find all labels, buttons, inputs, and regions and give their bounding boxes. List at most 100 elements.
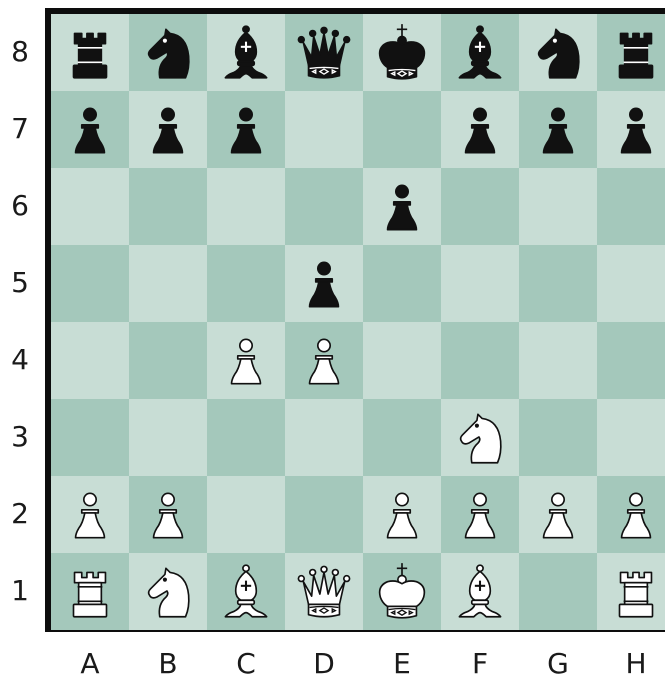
square-c8[interactable] bbox=[207, 14, 285, 91]
square-e8[interactable] bbox=[363, 14, 441, 91]
square-d7[interactable] bbox=[285, 91, 363, 168]
black-bishop-icon[interactable] bbox=[447, 20, 513, 86]
black-king-icon[interactable] bbox=[369, 20, 435, 86]
file-label-c: C bbox=[207, 650, 285, 678]
square-g6[interactable] bbox=[519, 168, 597, 245]
square-f1[interactable] bbox=[441, 553, 519, 630]
square-d2[interactable] bbox=[285, 476, 363, 553]
square-a5[interactable] bbox=[51, 245, 129, 322]
white-knight-icon[interactable] bbox=[447, 405, 513, 471]
white-pawn-icon[interactable] bbox=[525, 482, 591, 548]
square-h8[interactable] bbox=[597, 14, 665, 91]
square-a8[interactable] bbox=[51, 14, 129, 91]
white-pawn-icon[interactable] bbox=[213, 328, 279, 394]
square-h5[interactable] bbox=[597, 245, 665, 322]
black-bishop-icon[interactable] bbox=[213, 20, 279, 86]
black-rook-icon[interactable] bbox=[603, 20, 665, 86]
square-e6[interactable] bbox=[363, 168, 441, 245]
square-b8[interactable] bbox=[129, 14, 207, 91]
file-label-h: H bbox=[597, 650, 665, 678]
white-queen-icon[interactable] bbox=[291, 559, 357, 625]
square-a6[interactable] bbox=[51, 168, 129, 245]
black-pawn-icon[interactable] bbox=[291, 251, 357, 317]
square-a4[interactable] bbox=[51, 322, 129, 399]
square-b7[interactable] bbox=[129, 91, 207, 168]
white-rook-icon[interactable] bbox=[603, 559, 665, 625]
black-pawn-icon[interactable] bbox=[135, 97, 201, 163]
white-knight-icon[interactable] bbox=[135, 559, 201, 625]
square-g5[interactable] bbox=[519, 245, 597, 322]
square-f4[interactable] bbox=[441, 322, 519, 399]
black-pawn-icon[interactable] bbox=[57, 97, 123, 163]
square-c6[interactable] bbox=[207, 168, 285, 245]
square-f6[interactable] bbox=[441, 168, 519, 245]
square-h6[interactable] bbox=[597, 168, 665, 245]
square-b3[interactable] bbox=[129, 399, 207, 476]
square-h7[interactable] bbox=[597, 91, 665, 168]
square-e1[interactable] bbox=[363, 553, 441, 630]
square-d5[interactable] bbox=[285, 245, 363, 322]
square-b4[interactable] bbox=[129, 322, 207, 399]
square-f2[interactable] bbox=[441, 476, 519, 553]
black-rook-icon[interactable] bbox=[57, 20, 123, 86]
square-g4[interactable] bbox=[519, 322, 597, 399]
black-pawn-icon[interactable] bbox=[525, 97, 591, 163]
white-pawn-icon[interactable] bbox=[369, 482, 435, 548]
black-knight-icon[interactable] bbox=[525, 20, 591, 86]
rank-label-5: 5 bbox=[0, 269, 40, 297]
square-g2[interactable] bbox=[519, 476, 597, 553]
square-h4[interactable] bbox=[597, 322, 665, 399]
black-knight-icon[interactable] bbox=[135, 20, 201, 86]
square-g3[interactable] bbox=[519, 399, 597, 476]
square-c1[interactable] bbox=[207, 553, 285, 630]
square-a2[interactable] bbox=[51, 476, 129, 553]
white-pawn-icon[interactable] bbox=[57, 482, 123, 548]
file-label-e: E bbox=[363, 650, 441, 678]
square-e7[interactable] bbox=[363, 91, 441, 168]
white-pawn-icon[interactable] bbox=[291, 328, 357, 394]
square-g1[interactable] bbox=[519, 553, 597, 630]
square-e2[interactable] bbox=[363, 476, 441, 553]
square-d8[interactable] bbox=[285, 14, 363, 91]
square-g7[interactable] bbox=[519, 91, 597, 168]
square-c5[interactable] bbox=[207, 245, 285, 322]
square-b6[interactable] bbox=[129, 168, 207, 245]
square-d3[interactable] bbox=[285, 399, 363, 476]
square-g8[interactable] bbox=[519, 14, 597, 91]
square-f3[interactable] bbox=[441, 399, 519, 476]
square-h2[interactable] bbox=[597, 476, 665, 553]
square-d6[interactable] bbox=[285, 168, 363, 245]
square-b2[interactable] bbox=[129, 476, 207, 553]
square-a7[interactable] bbox=[51, 91, 129, 168]
black-pawn-icon[interactable] bbox=[603, 97, 665, 163]
square-d1[interactable] bbox=[285, 553, 363, 630]
white-bishop-icon[interactable] bbox=[213, 559, 279, 625]
square-c2[interactable] bbox=[207, 476, 285, 553]
white-pawn-icon[interactable] bbox=[447, 482, 513, 548]
square-e5[interactable] bbox=[363, 245, 441, 322]
black-pawn-icon[interactable] bbox=[369, 174, 435, 240]
white-bishop-icon[interactable] bbox=[447, 559, 513, 625]
white-pawn-icon[interactable] bbox=[135, 482, 201, 548]
square-h3[interactable] bbox=[597, 399, 665, 476]
white-pawn-icon[interactable] bbox=[603, 482, 665, 548]
square-c3[interactable] bbox=[207, 399, 285, 476]
square-b5[interactable] bbox=[129, 245, 207, 322]
white-rook-icon[interactable] bbox=[57, 559, 123, 625]
square-e4[interactable] bbox=[363, 322, 441, 399]
white-king-icon[interactable] bbox=[369, 559, 435, 625]
square-a1[interactable] bbox=[51, 553, 129, 630]
square-h1[interactable] bbox=[597, 553, 665, 630]
square-e3[interactable] bbox=[363, 399, 441, 476]
black-pawn-icon[interactable] bbox=[447, 97, 513, 163]
black-pawn-icon[interactable] bbox=[213, 97, 279, 163]
square-b1[interactable] bbox=[129, 553, 207, 630]
square-d4[interactable] bbox=[285, 322, 363, 399]
square-c4[interactable] bbox=[207, 322, 285, 399]
square-c7[interactable] bbox=[207, 91, 285, 168]
square-f5[interactable] bbox=[441, 245, 519, 322]
black-queen-icon[interactable] bbox=[291, 20, 357, 86]
square-f7[interactable] bbox=[441, 91, 519, 168]
square-f8[interactable] bbox=[441, 14, 519, 91]
square-a3[interactable] bbox=[51, 399, 129, 476]
